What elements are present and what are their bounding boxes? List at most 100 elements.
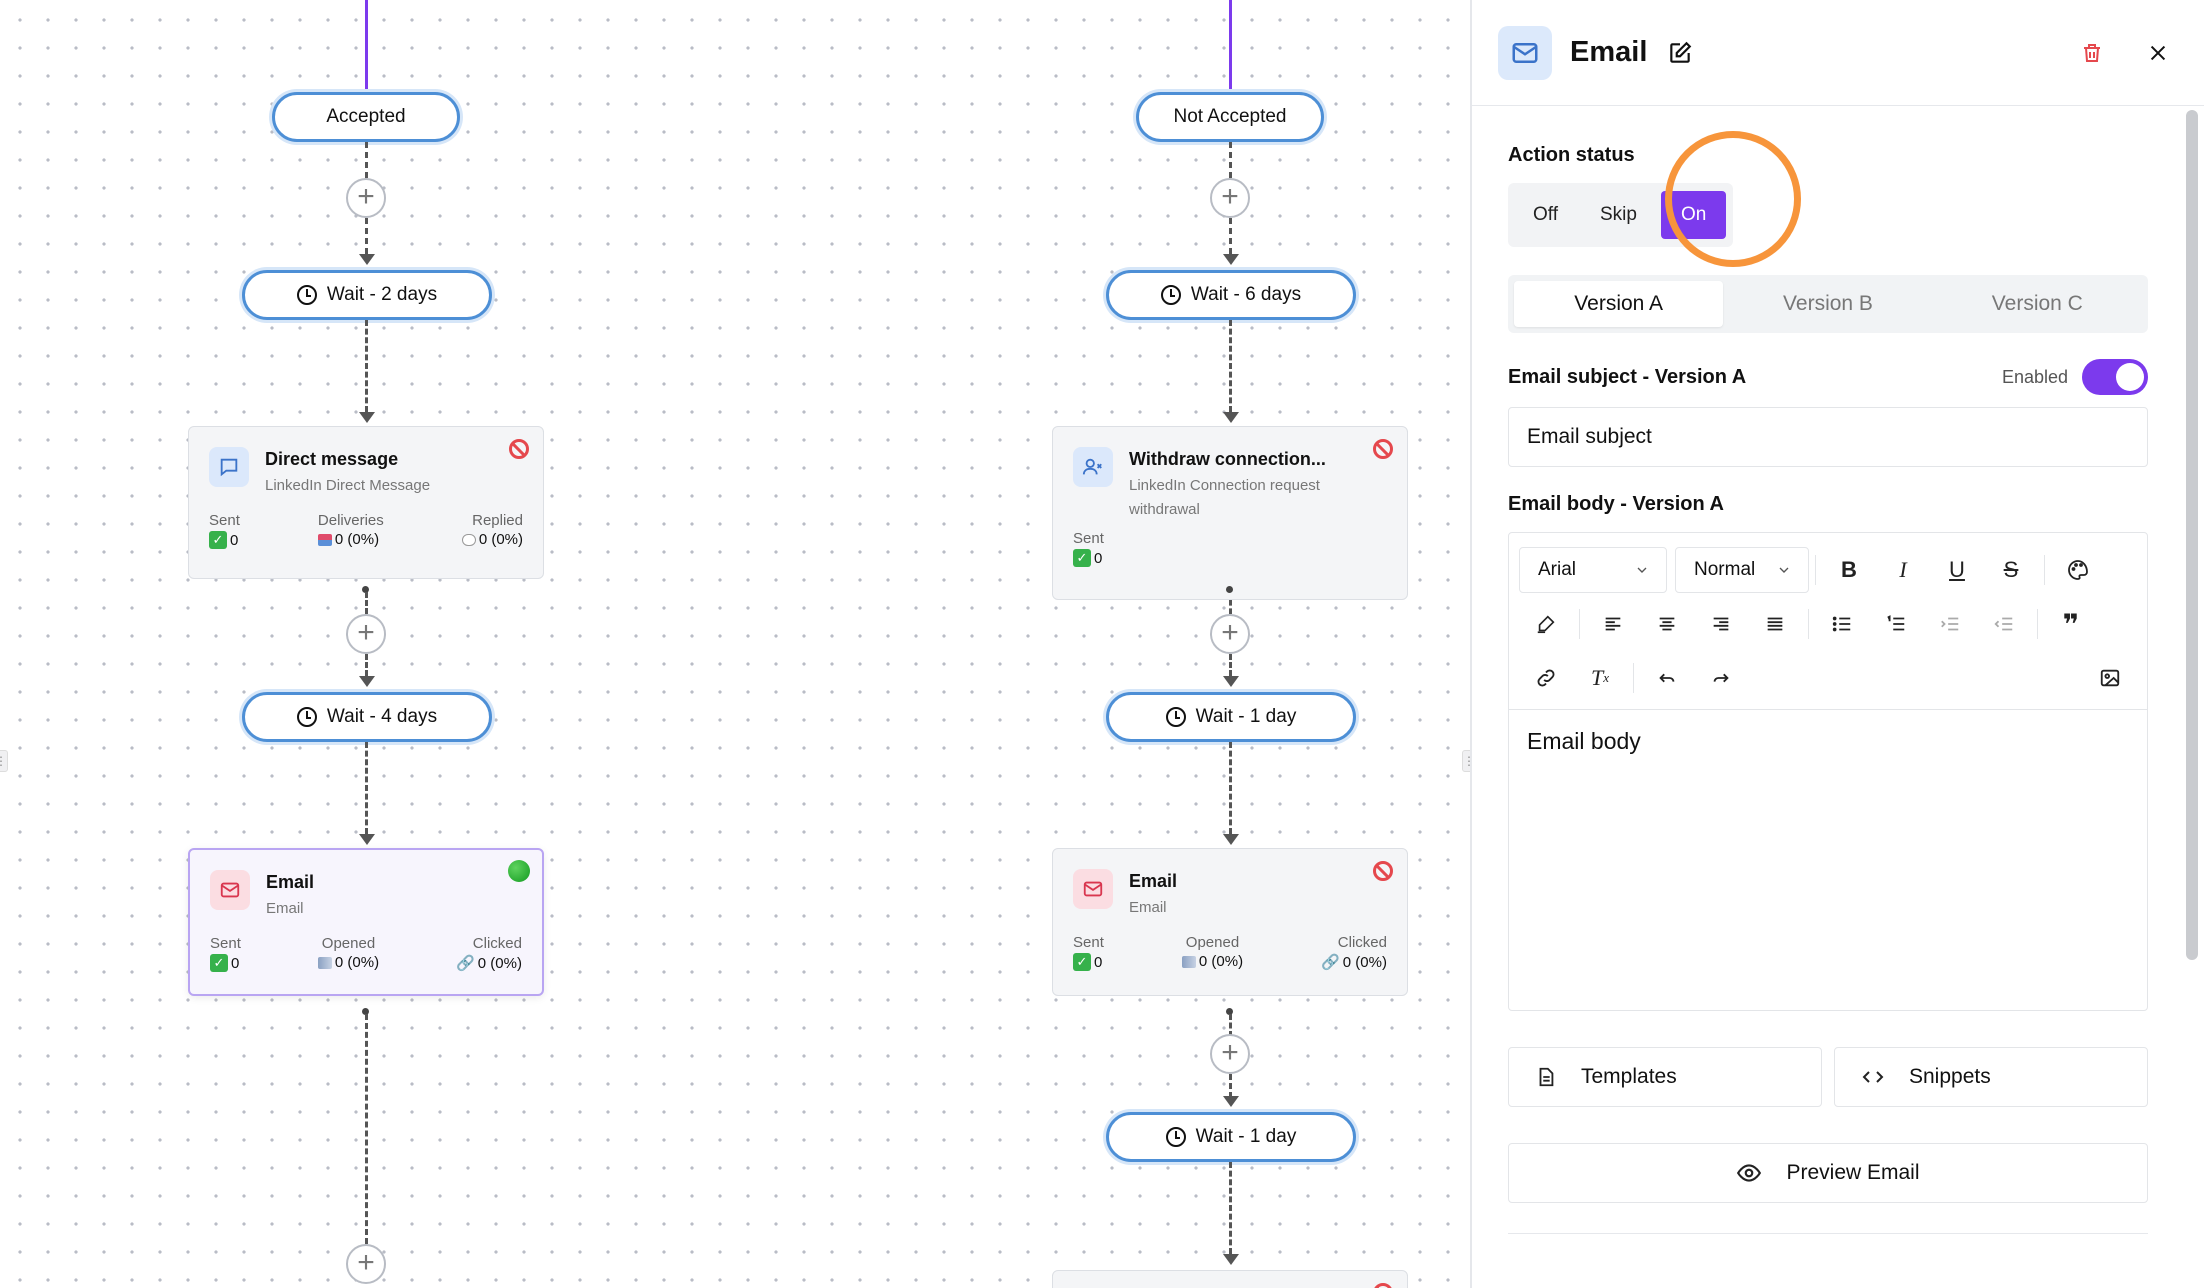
step-card-partial[interactable] [1052,1270,1408,1288]
condition-not-accepted[interactable]: Not Accepted [1136,92,1324,142]
align-left-icon[interactable] [1586,601,1640,647]
check-icon: ✓ [1073,953,1091,971]
clock-icon [296,707,317,727]
status-off-option[interactable]: Off [1533,204,1558,225]
close-icon[interactable] [2138,33,2178,73]
user-remove-icon [1073,447,1113,487]
clock-icon [1165,1127,1186,1147]
condition-accepted[interactable]: Accepted [272,92,460,142]
align-justify-icon[interactable] [1748,601,1802,647]
stat-sent: Sent ✓0 [1073,530,1104,567]
add-step-button[interactable]: + [346,178,386,218]
add-step-button[interactable]: + [346,614,386,654]
stat-sent: Sent ✓0 [209,512,240,549]
add-step-button[interactable]: + [346,1244,386,1284]
arrow-head [1223,1254,1239,1265]
check-icon: ✓ [210,954,228,972]
active-status-icon [508,860,530,882]
editor-toolbar: Arial Normal B I U S [1509,533,2147,710]
tab-version-a[interactable]: Version A [1514,281,1724,327]
step-card-email-selected[interactable]: Email Email Sent ✓0 Opened 0 (0%) Clicke… [188,848,544,996]
stat-sent: Sent ✓0 [210,935,241,972]
disabled-icon [1373,861,1393,881]
chat-icon [209,447,249,487]
status-skip-option[interactable]: Skip [1600,204,1637,225]
wait-step[interactable]: Wait - 2 days [242,270,492,320]
wait-label: Wait - 1 day [1195,1126,1297,1147]
align-right-icon[interactable] [1694,601,1748,647]
divider [1508,1233,2148,1234]
preview-email-button[interactable]: Preview Email [1508,1143,2148,1203]
snippets-button[interactable]: Snippets [1834,1047,2148,1107]
image-icon[interactable] [2083,655,2137,701]
rich-text-editor: Arial Normal B I U S [1508,532,2148,1011]
branch-line [1229,0,1232,92]
wait-step[interactable]: Wait - 1 day [1106,1112,1356,1162]
bold-icon[interactable]: B [1841,557,1857,582]
workflow-canvas[interactable]: Accepted + Wait - 2 days Direct message … [0,0,1470,1288]
clock-icon [1165,707,1186,727]
connector [365,742,368,834]
panel-scrollbar[interactable] [2186,110,2198,960]
italic-icon[interactable]: I [1899,557,1907,582]
step-card-direct-message[interactable]: Direct message LinkedIn Direct Message S… [188,426,544,579]
step-card-withdraw-connection[interactable]: Withdraw connection... LinkedIn Connecti… [1052,426,1408,600]
card-subtitle: Email [266,900,304,917]
stat-opened: Opened 0 (0%) [1181,934,1243,971]
outdent-icon[interactable] [1977,601,2031,647]
tab-version-b[interactable]: Version B [1783,292,1873,315]
connector [1229,142,1232,178]
add-step-button[interactable]: + [1210,178,1250,218]
wait-step[interactable]: Wait - 1 day [1106,692,1356,742]
branch-line [365,0,368,92]
palette-icon[interactable] [2051,547,2105,593]
templates-button[interactable]: Templates [1508,1047,1822,1107]
subject-label: Email subject - Version A [1508,365,1747,388]
action-status-label: Action status [1508,144,1635,166]
resize-handle-right[interactable]: ⋮ [1462,750,1470,772]
trash-icon[interactable] [2072,33,2112,73]
connector [365,1014,368,1244]
numbered-list-icon[interactable] [1869,601,1923,647]
add-step-button[interactable]: + [1210,1034,1250,1074]
link-icon[interactable] [1519,655,1573,701]
strikethrough-icon[interactable]: S [2003,557,2019,582]
connector [1229,654,1232,676]
email-subject-input[interactable]: Email subject [1508,407,2148,467]
envelope-icon [210,870,250,910]
edit-icon[interactable] [1663,36,1697,70]
quote-icon[interactable]: ❞ [2062,608,2080,640]
link-icon: 🔗 [456,955,475,972]
disabled-icon [509,439,529,459]
add-step-button[interactable]: + [1210,614,1250,654]
step-card-email[interactable]: Email Email Sent ✓0 Opened 0 (0%) Clicke… [1052,848,1408,996]
email-body-editor[interactable]: Email body [1527,728,1641,754]
font-family-select[interactable]: Arial [1519,547,1667,593]
disabled-icon [1373,439,1393,459]
align-center-icon[interactable] [1640,601,1694,647]
undo-icon[interactable] [1640,655,1694,701]
underline-icon[interactable]: U [1949,557,1965,582]
stat-deliveries: Deliveries 0 (0%) [317,512,384,548]
bulleted-list-icon[interactable] [1815,601,1869,647]
font-size-select[interactable]: Normal [1675,547,1809,593]
stat-replied: Replied 0 (0%) [461,512,523,549]
status-on-option[interactable]: On [1660,191,1727,239]
arrow-head [359,834,375,845]
arrow-head [359,254,375,265]
stat-sent: Sent ✓0 [1073,934,1104,971]
indent-icon[interactable] [1923,601,1977,647]
wait-step[interactable]: Wait - 4 days [242,692,492,742]
highlighter-icon[interactable] [1519,601,1573,647]
check-icon: ✓ [209,531,227,549]
tab-version-c[interactable]: Version C [1991,292,2083,315]
connector [1229,218,1232,254]
resize-handle-left[interactable]: ⋮ [0,750,8,772]
subject-enabled-toggle[interactable] [2082,359,2148,395]
wait-step[interactable]: Wait - 6 days [1106,270,1356,320]
redo-icon[interactable] [1694,655,1748,701]
arrow-head [1223,1096,1239,1107]
card-title: Email [1129,871,1178,891]
link-icon: 🔗 [1321,954,1340,971]
